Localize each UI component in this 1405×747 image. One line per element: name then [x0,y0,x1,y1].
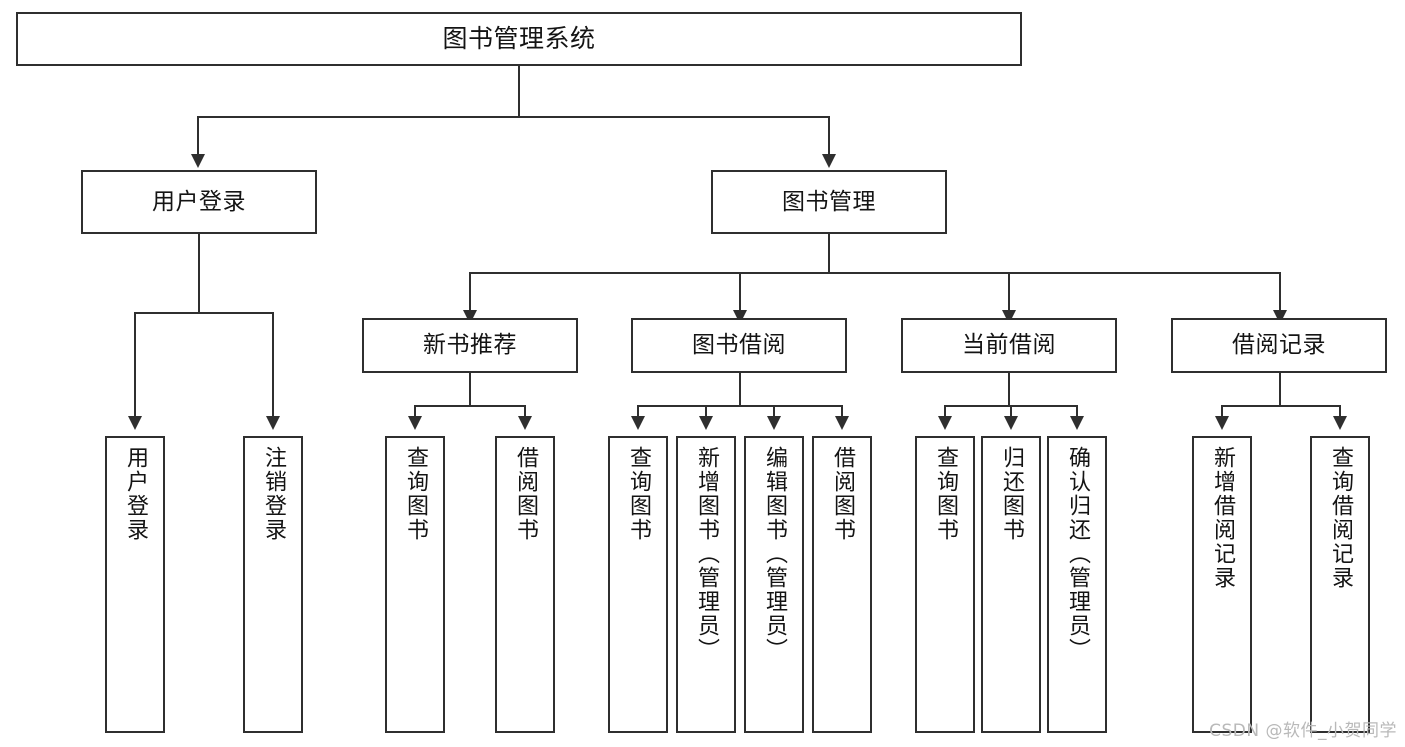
edge-root-to-user-login [197,116,199,156]
leaf-current-borrow-return-label: 归还图书 [998,446,1024,542]
leaf-borrow-record-query[interactable]: 查询借阅记录 [1310,436,1370,733]
arrow-new-book-to-leaf-1 [408,416,422,430]
arrow-cb-to-leaf-3 [1070,416,1084,430]
edge-bm-to-current-borrow [1008,272,1010,312]
csdn-watermark: CSDN @软件_小贺同学 [1209,721,1397,741]
edge-root-to-book-manage [828,116,830,156]
edge-book-management-bus [469,272,1280,274]
edge-bb-to-leaf-4 [841,405,843,418]
arrow-br-to-leaf-2 [1333,416,1347,430]
leaf-current-borrow-confirm[interactable]: 确认归还（管理员） [1047,436,1107,733]
node-root-system-label: 图书管理系统 [442,23,596,53]
leaf-user-login-login[interactable]: 用户登录 [105,436,165,733]
node-new-book-recommend-label: 新书推荐 [423,332,517,359]
edge-new-book-to-leaf-1 [414,405,416,418]
leaf-user-login-logout[interactable]: 注销登录 [243,436,303,733]
leaf-new-book-query-label: 查询图书 [402,446,428,542]
edge-br-to-leaf-1 [1221,405,1223,418]
leaf-book-borrow-add[interactable]: 新增图书（管理员） [676,436,736,733]
leaf-current-borrow-query-label: 查询图书 [932,446,958,542]
edge-bb-to-leaf-1 [637,405,639,418]
edge-root-stem [518,66,520,117]
leaf-book-borrow-edit[interactable]: 编辑图书（管理员） [744,436,804,733]
leaf-current-borrow-return[interactable]: 归还图书 [981,436,1041,733]
edge-user-login-to-leaf-2 [272,312,274,418]
node-user-login[interactable]: 用户登录 [81,170,317,234]
edge-borrow-record-stem [1279,373,1281,407]
edge-cb-to-leaf-1 [944,405,946,418]
edge-user-login-stem [198,234,200,314]
node-root-system[interactable]: 图书管理系统 [16,12,1022,66]
arrow-cb-to-leaf-1 [938,416,952,430]
edge-book-management-stem [828,234,830,274]
edge-bb-to-leaf-2 [705,405,707,418]
leaf-user-login-logout-label: 注销登录 [260,446,286,542]
leaf-borrow-record-add[interactable]: 新增借阅记录 [1192,436,1252,733]
edge-user-login-to-leaf-1 [134,312,136,418]
node-borrow-record[interactable]: 借阅记录 [1171,318,1387,373]
leaf-book-borrow-edit-label: 编辑图书（管理员） [761,446,787,662]
edge-bm-to-new-book [469,272,471,312]
edge-user-login-bus [134,312,272,314]
edge-cb-to-leaf-3 [1076,405,1078,418]
node-book-management[interactable]: 图书管理 [711,170,947,234]
edge-current-borrow-stem [1008,373,1010,407]
arrow-bb-to-leaf-4 [835,416,849,430]
arrow-bb-to-leaf-1 [631,416,645,430]
edge-book-borrow-bus [637,405,843,407]
edge-new-book-stem [469,373,471,407]
leaf-book-borrow-borrow-label: 借阅图书 [829,446,855,542]
node-current-borrow[interactable]: 当前借阅 [901,318,1117,373]
arrow-bb-to-leaf-2 [699,416,713,430]
leaf-current-borrow-confirm-label: 确认归还（管理员） [1064,446,1090,662]
edge-br-to-leaf-2 [1339,405,1341,418]
leaf-borrow-record-add-label: 新增借阅记录 [1209,446,1235,590]
edge-new-book-bus [414,405,524,407]
edge-cb-to-leaf-2 [1010,405,1012,418]
leaf-book-borrow-borrow[interactable]: 借阅图书 [812,436,872,733]
arrow-cb-to-leaf-2 [1004,416,1018,430]
arrow-root-to-book-manage [822,154,836,168]
leaf-current-borrow-query[interactable]: 查询图书 [915,436,975,733]
edge-book-borrow-stem [739,373,741,407]
leaf-new-book-borrow[interactable]: 借阅图书 [495,436,555,733]
edge-bm-to-borrow-record [1279,272,1281,312]
leaf-new-book-borrow-label: 借阅图书 [512,446,538,542]
leaf-user-login-login-label: 用户登录 [122,446,148,542]
edge-bm-to-book-borrow [739,272,741,312]
node-book-borrow[interactable]: 图书借阅 [631,318,847,373]
edge-borrow-record-bus [1221,405,1339,407]
node-book-borrow-label: 图书借阅 [692,332,786,359]
edge-root-bus [197,116,830,118]
leaf-book-borrow-query[interactable]: 查询图书 [608,436,668,733]
leaf-book-borrow-add-label: 新增图书（管理员） [693,446,719,662]
node-user-login-label: 用户登录 [152,188,246,215]
leaf-borrow-record-query-label: 查询借阅记录 [1327,446,1353,590]
arrow-user-login-to-leaf-2 [266,416,280,430]
arrow-bb-to-leaf-3 [767,416,781,430]
node-borrow-record-label: 借阅记录 [1232,332,1326,359]
arrow-user-login-to-leaf-1 [128,416,142,430]
arrow-br-to-leaf-1 [1215,416,1229,430]
leaf-book-borrow-query-label: 查询图书 [625,446,651,542]
leaf-new-book-query[interactable]: 查询图书 [385,436,445,733]
edge-new-book-to-leaf-2 [524,405,526,418]
node-book-management-label: 图书管理 [782,188,876,215]
edge-bb-to-leaf-3 [773,405,775,418]
node-current-borrow-label: 当前借阅 [962,332,1056,359]
arrow-root-to-user-login [191,154,205,168]
arrow-new-book-to-leaf-2 [518,416,532,430]
node-new-book-recommend[interactable]: 新书推荐 [362,318,578,373]
